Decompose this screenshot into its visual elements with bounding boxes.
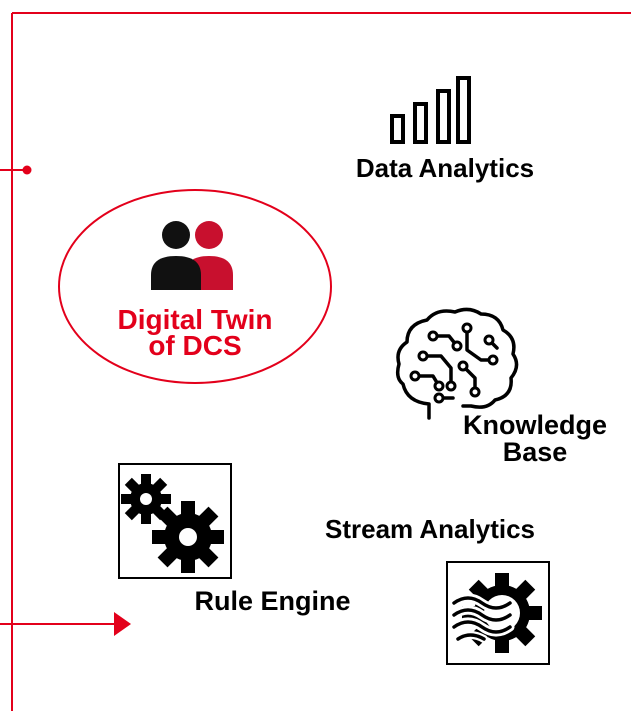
stream-analytics-label: Stream Analytics	[324, 514, 536, 544]
circuit-brain-icon	[395, 307, 519, 420]
knowledge-base-label-line1: Knowledge	[462, 410, 607, 440]
arrow-head	[114, 612, 131, 636]
two-people-icon	[151, 221, 233, 290]
gear-waves-icon-box	[446, 561, 550, 665]
data-analytics-label: Data Analytics	[355, 153, 535, 183]
gears-icon	[121, 474, 224, 573]
digital-twin-label-line1: Digital Twin	[117, 304, 273, 335]
digital-twin-label-line2: of DCS	[148, 330, 242, 361]
gear-with-waves-icon	[449, 573, 542, 653]
connector-dot	[22, 165, 32, 175]
knowledge-base-label-line2: Base	[502, 437, 568, 467]
bar-chart-icon	[390, 76, 471, 144]
digital-twin-ellipse	[58, 189, 332, 384]
gears-icon-box	[118, 463, 232, 579]
rule-engine-label: Rule Engine	[194, 586, 351, 616]
